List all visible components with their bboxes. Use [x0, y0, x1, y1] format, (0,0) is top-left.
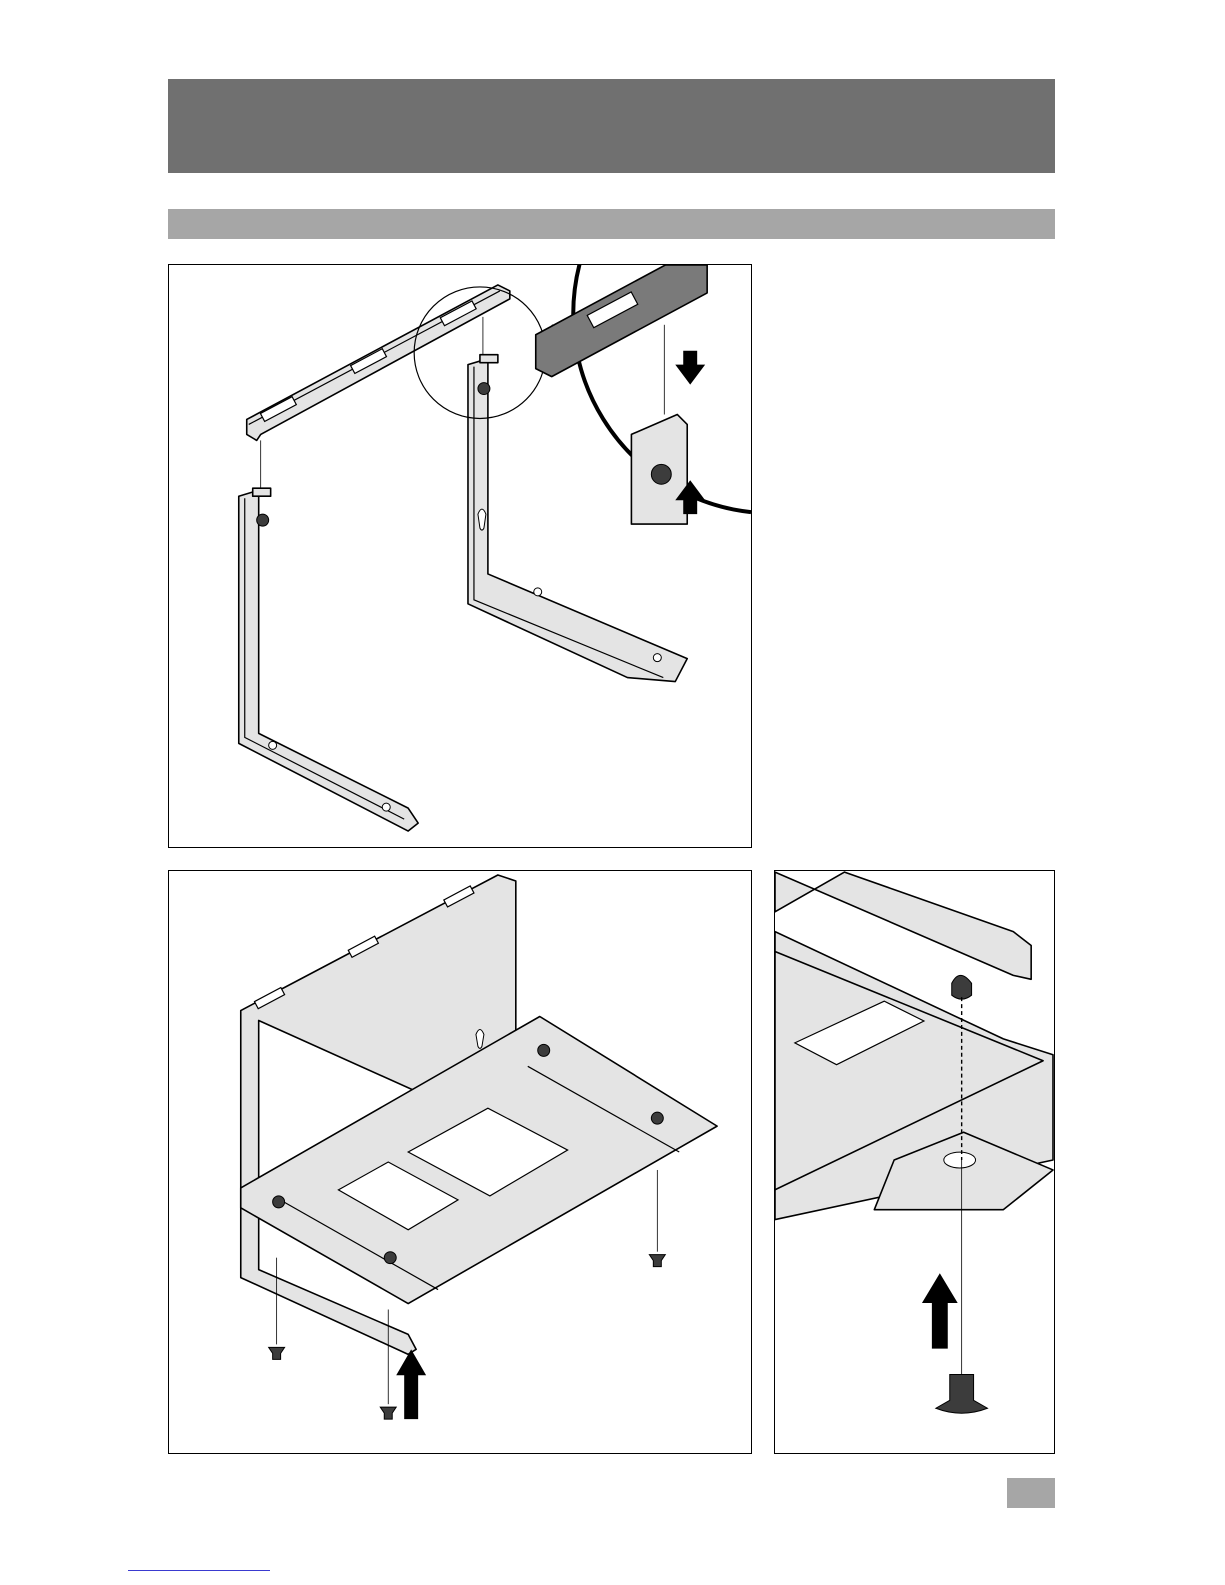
figure-tray-assembly: [168, 870, 752, 1454]
screw-icon: [936, 1374, 988, 1413]
arrow-up-icon: [922, 1273, 958, 1348]
figure-screw-detail: [774, 870, 1055, 1454]
tray: [241, 1017, 717, 1304]
nut-knob: [952, 975, 972, 999]
crossbar-assembly-illustration: [169, 265, 751, 847]
section-bar: [168, 209, 1055, 239]
arrow-down-icon: [675, 351, 705, 385]
page-number-tab: [1007, 1478, 1055, 1508]
footer-link[interactable]: [128, 1570, 270, 1571]
screw-detail-illustration: [775, 871, 1054, 1453]
header-bar: [168, 79, 1055, 173]
arrow-up-icon: [396, 1349, 426, 1419]
left-bracket: [239, 488, 418, 831]
screws: [269, 1255, 666, 1419]
figure-crossbar-assembly: [168, 264, 752, 848]
tray-assembly-illustration: [169, 871, 751, 1453]
detail-magnified: [536, 265, 751, 524]
